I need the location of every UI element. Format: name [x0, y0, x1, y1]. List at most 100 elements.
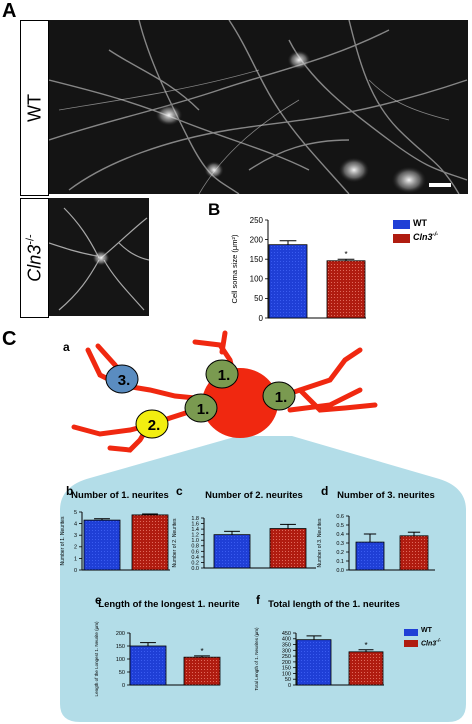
legend-wt-swatch [404, 629, 418, 636]
y-axis-label: Number of 3. Neurites [317, 518, 323, 567]
legend-wt-swatch [393, 220, 410, 229]
scale-bar [429, 183, 451, 187]
y-tick-label: 1.4 [191, 527, 199, 533]
primary-marker [184, 393, 218, 423]
y-tick-label: 0 [259, 314, 264, 322]
legend-top: WT Cln3-/- [393, 218, 465, 250]
y-tick-label: 3 [74, 533, 77, 539]
chart-title: Length of the longest 1. neurite [98, 599, 239, 610]
y-tick-label: 200 [250, 235, 264, 244]
marker-label: 1. [197, 401, 210, 418]
y-tick-label: 150 [250, 255, 264, 264]
primary-marker [262, 381, 296, 411]
wt-label: WT [24, 94, 44, 122]
chart-title: Total length of the 1. neurites [268, 599, 400, 610]
bar [326, 260, 366, 319]
significance-marker: * [344, 250, 347, 259]
y-axis-label: Number of 1. Neurites [60, 516, 66, 565]
legend-ko-label: Cln3-/- [421, 638, 441, 648]
y-tick-label: 0 [74, 568, 77, 574]
marker-label: 2. [148, 417, 161, 434]
y-tick-label: 100 [282, 671, 291, 677]
legend-wt-label: WT [421, 627, 432, 634]
y-tick-label: 50 [254, 294, 263, 303]
bar [183, 656, 221, 686]
y-tick-label: 0.4 [336, 532, 344, 538]
panel-letter-A: A [2, 0, 17, 22]
y-tick-label: 0.6 [191, 549, 199, 555]
significance-marker: * [200, 647, 203, 656]
y-tick-label: 0.3 [336, 541, 344, 547]
panel-letter-b: b [66, 484, 74, 498]
y-tick-label: 0.2 [191, 560, 199, 566]
y-tick-label: 0.6 [336, 514, 344, 520]
legend-ko-swatch [393, 234, 410, 243]
y-axis-label: Total Length of 1. Neurites (μm) [254, 627, 259, 691]
y-tick-label: 50 [285, 677, 291, 683]
y-tick-label: 350 [282, 642, 291, 648]
y-tick-label: 5 [74, 510, 77, 516]
y-tick-label: 0.0 [191, 566, 199, 572]
y-tick-label: 1.6 [191, 521, 199, 527]
y-tick-label: 0.2 [336, 550, 344, 556]
legend-wt-label: WT [413, 218, 427, 228]
y-axis-label: Number of 2. Neurites [172, 518, 178, 567]
y-tick-label: 0.8 [191, 544, 199, 550]
y-tick-label: 0.5 [336, 523, 344, 529]
y-tick-label: 0.0 [336, 568, 344, 574]
bar [399, 535, 429, 571]
y-axis-label: Cell soma size (μm²) [230, 234, 239, 303]
y-tick-label: 150 [116, 644, 125, 650]
y-tick-label: 1.2 [191, 533, 199, 539]
bar [129, 645, 167, 686]
y-axis-label: Length of the Longest 1. Neurite (μm) [94, 621, 99, 696]
ko-micrograph [49, 198, 149, 316]
y-tick-label: 0.4 [191, 555, 199, 561]
bar [355, 541, 385, 571]
y-tick-label: 200 [116, 631, 125, 637]
chart-title: Number of 1. neurites [71, 490, 169, 501]
wt-micrograph [49, 20, 468, 194]
y-tick-label: 1 [74, 556, 77, 562]
y-tick-label: 2 [74, 545, 77, 551]
marker-label: 3. [118, 372, 131, 389]
y-tick-label: 100 [250, 275, 264, 284]
y-tick-label: 150 [282, 666, 291, 672]
significance-marker: * [364, 641, 367, 650]
y-tick-label: 250 [282, 654, 291, 660]
y-tick-label: 200 [282, 660, 291, 666]
panel-letter-a: a [63, 340, 70, 354]
chart-title: Number of 2. neurites [205, 490, 303, 501]
bar [131, 514, 169, 571]
y-tick-label: 250 [250, 216, 264, 225]
y-tick-label: 0 [288, 683, 291, 689]
panel-letter-d: d [321, 484, 329, 498]
ko-label-box: Cln3-/- [20, 198, 49, 318]
tertiary-marker [105, 364, 139, 394]
ko-label: Cln3-/- [24, 234, 44, 282]
primary-marker [205, 359, 239, 389]
y-tick-label: 100 [116, 657, 125, 663]
bar [213, 534, 251, 569]
panel-letter-f: f [256, 593, 260, 607]
y-tick-label: 4 [74, 522, 77, 528]
bar [268, 244, 308, 319]
panel-letter-C: C [2, 328, 17, 350]
legend-ko-label: Cln3-/- [413, 232, 439, 242]
legend-bottom: WT Cln3-/- [404, 627, 464, 655]
y-tick-label: 300 [282, 648, 291, 654]
panel-letter-c: c [176, 484, 183, 498]
marker-label: 1. [218, 367, 231, 384]
y-tick-label: 450 [282, 631, 291, 637]
y-tick-label: 0.1 [336, 559, 344, 565]
y-tick-label: 1.8 [191, 516, 199, 522]
panel-letter-e: e [95, 593, 102, 607]
marker-label: 1. [275, 389, 288, 406]
y-tick-label: 0 [122, 683, 125, 689]
legend-ko-swatch [404, 640, 418, 647]
